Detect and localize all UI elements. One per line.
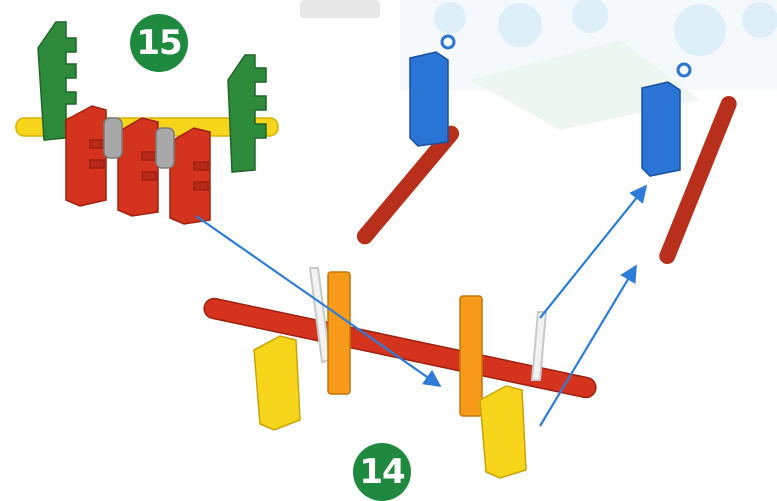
faded-background-model [300,0,777,130]
step-15-badge: 15 [130,14,188,72]
arrow-white-to-blue [540,186,646,318]
green-gear-piece-right [228,55,266,172]
arrow-step15-to-rod [196,216,440,386]
step-14-number: 14 [359,452,404,492]
arrow-rod-to-right-rod [540,266,636,426]
step-14-assembly [202,268,597,478]
step-14-badge: 14 [353,443,411,501]
step-15-number: 15 [136,23,181,63]
